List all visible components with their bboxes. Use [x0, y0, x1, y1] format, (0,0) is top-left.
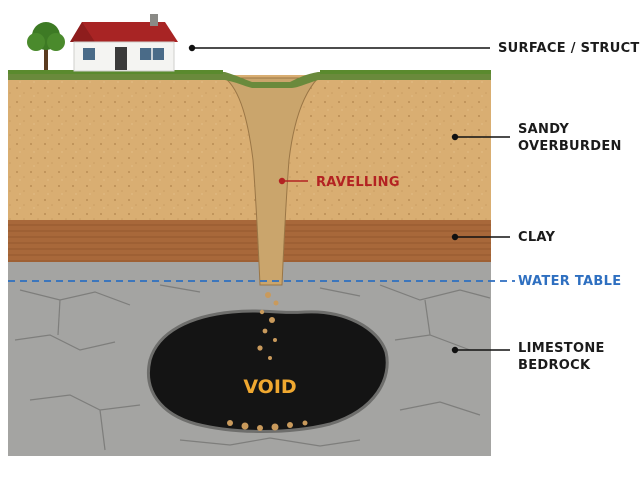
tree-icon: [27, 22, 65, 70]
ravelling-label: RAVELLING: [316, 175, 400, 190]
falling-debris: [257, 292, 279, 360]
bedrock-cracks: [14, 284, 491, 451]
void-cavity: [147, 309, 389, 433]
water-table-label: WATER TABLE: [518, 274, 622, 289]
limestone-bedrock-label: LIMESTONE BEDROCK: [518, 341, 605, 373]
ravelling-funnel: [223, 77, 320, 286]
void-label: VOID: [243, 376, 296, 398]
clay-layer: [8, 220, 491, 262]
ravelling-leader: [278, 177, 308, 185]
ground-surface: [8, 72, 491, 88]
debris-pile: [227, 420, 308, 431]
leader-lines: [188, 44, 510, 354]
house-icon: [70, 14, 178, 72]
sandy-overburden-label: SANDY OVERBURDEN: [518, 122, 622, 154]
surface-structure-label: SURFACE / STRUCTURE: [498, 41, 640, 56]
clay-label: CLAY: [518, 230, 556, 245]
